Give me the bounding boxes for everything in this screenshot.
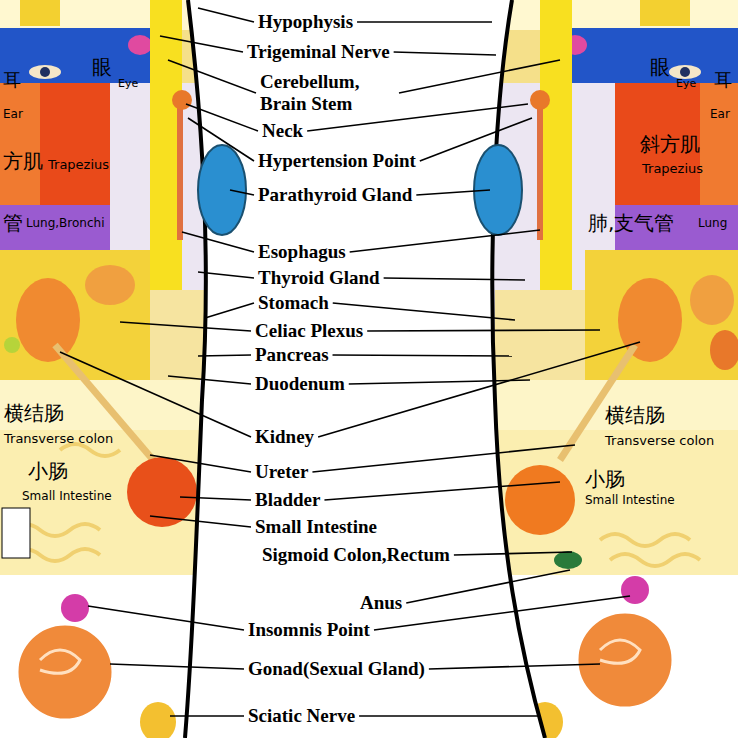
organ-label: Insomnis Point xyxy=(248,619,370,641)
organ-label: Kidney xyxy=(255,426,314,448)
leader-line xyxy=(180,497,251,500)
foot-zone-label: 小肠 xyxy=(28,460,68,482)
leader-line xyxy=(198,272,254,278)
foot-zone-label: 肺,支气管 xyxy=(588,212,674,234)
leader-line xyxy=(168,60,256,93)
organ-label: Thyroid Gland xyxy=(258,267,380,289)
foot-zone-label: Eye xyxy=(118,78,138,90)
leader-line xyxy=(374,596,630,630)
foot-zone-label: Transverse colon xyxy=(605,434,714,448)
organ-label: Duodenum xyxy=(255,373,345,395)
foot-zone-label: 耳 xyxy=(3,70,21,90)
foot-zone-label: 管 xyxy=(3,212,23,234)
leader-line xyxy=(160,36,243,52)
leader-line xyxy=(60,352,251,437)
leader-line xyxy=(333,355,512,356)
foot-zone-label: Lung xyxy=(698,217,727,230)
foot-zone-label: 横结肠 xyxy=(605,404,665,426)
leader-line xyxy=(318,342,640,437)
leader-line xyxy=(168,376,251,384)
leader-line xyxy=(198,355,251,356)
foot-zone-label: 横结肠 xyxy=(4,402,64,424)
leader-line xyxy=(205,303,254,318)
organ-label: Hypertension Point xyxy=(258,150,416,172)
leader-line xyxy=(357,21,492,23)
foot-zone-label: Ear xyxy=(710,108,730,121)
leader-line xyxy=(198,8,254,22)
leader-line xyxy=(324,482,560,500)
leader-line xyxy=(230,190,254,195)
organ-label: Trigeminal Nerve xyxy=(247,41,390,63)
leader-line xyxy=(110,664,244,669)
leader-line xyxy=(333,303,515,320)
leader-line xyxy=(150,455,251,472)
leader-line xyxy=(350,230,540,252)
organ-label: Pancreas xyxy=(255,344,329,366)
organ-label: Ureter xyxy=(255,461,308,483)
leader-line xyxy=(406,570,570,603)
foot-zone-label: Lung,Bronchi xyxy=(26,217,105,230)
foot-zone-label: Eye xyxy=(676,78,696,90)
foot-zone-label: 眼 xyxy=(650,56,670,78)
leader-line xyxy=(359,715,540,717)
organ-label: Sigmoid Colon,Rectum xyxy=(262,544,450,566)
leader-line xyxy=(88,606,244,630)
leader-line xyxy=(367,330,600,331)
organ-label: Parathyroid Gland xyxy=(258,184,412,206)
organ-label: Esophagus xyxy=(258,241,346,263)
leader-line xyxy=(150,516,251,527)
foot-zone-label: 小肠 xyxy=(585,468,625,490)
leader-line xyxy=(429,664,600,669)
foot-zone-label: Small Intestine xyxy=(585,494,675,507)
leader-line xyxy=(399,60,560,93)
leader-line xyxy=(384,278,525,280)
leader-line xyxy=(394,52,496,55)
organ-label: Neck xyxy=(262,120,303,142)
organ-label: Hypophysis xyxy=(258,11,353,33)
foot-zone-label: Ear xyxy=(3,108,23,121)
leader-line xyxy=(170,715,244,717)
leader-line xyxy=(312,445,575,472)
foot-zone-label: Trapezius xyxy=(642,162,703,176)
leader-line xyxy=(454,552,572,555)
organ-label: Small Intestine xyxy=(255,516,377,538)
foot-zone-label: 斜方肌 xyxy=(640,133,700,155)
foot-zone-label: 耳 xyxy=(714,70,732,90)
organ-label: Gonad(Sexual Gland) xyxy=(248,658,425,680)
leader-line xyxy=(186,104,258,131)
foot-zone-label: 方肌 xyxy=(3,150,43,172)
foot-zone-label: Small Intestine xyxy=(22,490,112,503)
organ-label: Bladder xyxy=(255,489,320,511)
leader-line xyxy=(182,232,254,252)
foot-zone-label: 眼 xyxy=(92,56,112,78)
organ-label: Anus xyxy=(360,592,402,614)
leader-line xyxy=(416,190,490,195)
foot-zone-label: Trapezius xyxy=(48,158,109,172)
organ-label: Sciatic Nerve xyxy=(248,705,355,727)
leader-line xyxy=(120,322,251,331)
organ-label: Celiac Plexus xyxy=(255,320,363,342)
organ-label: Cerebellum, Brain Stem xyxy=(260,71,395,115)
leader-line xyxy=(188,118,254,161)
leader-line xyxy=(420,118,532,161)
organ-label: Stomach xyxy=(258,292,329,314)
foot-zone-label: Transverse colon xyxy=(4,432,113,446)
